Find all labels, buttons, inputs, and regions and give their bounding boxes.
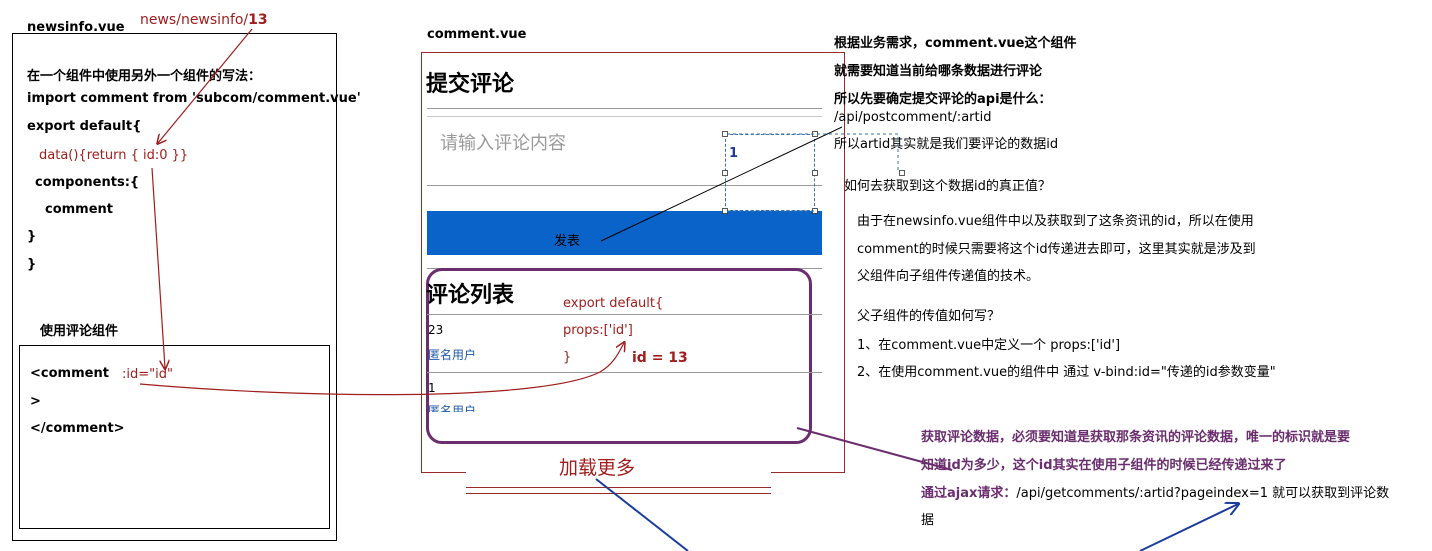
newsinfo-frame xyxy=(12,33,337,541)
comment-item-user[interactable]: 匿名用户 xyxy=(428,348,477,362)
artid-note: 所以artid其实就是我们要评论的数据id xyxy=(834,137,1059,152)
ajax-wrap: 据 xyxy=(921,513,935,528)
howto-step-2: 2、在使用comment.vue的组件中 通过 v-bind:id="传递的id… xyxy=(857,365,1276,380)
selection-handles xyxy=(722,131,905,214)
howto-title: 父子组件的传值如何写？ xyxy=(857,309,1001,324)
code-line-import: import comment from 'subcom/comment.vue' xyxy=(27,91,361,106)
newsinfo-file-title: newsinfo.vue xyxy=(27,20,125,35)
question-text: 如何去获取到这个数据id的真正值？ xyxy=(844,179,1051,194)
route-annotation: news/newsinfo/13 xyxy=(140,12,268,28)
divider xyxy=(427,314,822,315)
use-component-label: 使用评论组件 xyxy=(40,324,119,339)
props-code-export: export default{ xyxy=(563,296,664,311)
code-line-comment: comment xyxy=(45,202,114,217)
id-value-annotation: id = 13 xyxy=(632,350,688,366)
note-line-3: 所以先要确定提交评论的api是什么： xyxy=(834,92,1052,107)
api-post: /api/postcomment/:artid xyxy=(834,110,992,125)
comment-item-user-clip: 匿名用户 xyxy=(428,402,488,412)
comment-item-user[interactable]: 匿名用户 xyxy=(428,404,477,412)
usage-close-bracket: > xyxy=(30,394,41,409)
ajax-prefix: 通过ajax请求： xyxy=(921,486,1017,501)
submit-button-label: 发表 xyxy=(554,234,581,249)
data-to-binding-arrow xyxy=(151,167,165,368)
divider xyxy=(466,493,771,494)
code-line-data: data(){return { id:0 }} xyxy=(39,148,189,163)
note-line-1: 根据业务需求，comment.vue这个组件 xyxy=(834,36,1077,51)
ajax-rest: /api/getcomments/:artid?pageindex=1 就可以获… xyxy=(1016,486,1390,501)
answer-line-2: comment的时候只需要将这个id传递进去即可，这里其实就是涉及到 xyxy=(857,242,1256,257)
newsinfo-heading: 在一个组件中使用另外一个组件的写法： xyxy=(27,69,262,84)
code-line-export: export default{ xyxy=(27,119,142,134)
usage-frame xyxy=(19,345,330,529)
code-line-close-2: } xyxy=(27,257,37,272)
code-line-components: components:{ xyxy=(35,175,140,190)
comment-item-number: 23 xyxy=(428,323,444,337)
comment-file-title: comment.vue xyxy=(427,27,527,42)
submit-heading: 提交评论 xyxy=(426,72,515,97)
binding-to-props-arrow xyxy=(139,343,624,396)
divider xyxy=(427,116,822,117)
answer-line-3: 父组件向子组件传递值的技术。 xyxy=(857,269,1040,284)
submit-to-api-line xyxy=(600,126,843,242)
howto-step-1: 1、在comment.vue中定义一个 props:['id'] xyxy=(857,338,1121,353)
usage-end-tag: </comment> xyxy=(30,421,125,436)
fetch-line-2: 知道id为多少，这个id其实在使用子组件的时候已经传递过来了 xyxy=(921,458,1287,473)
usage-open-tag: <comment xyxy=(30,366,109,381)
submit-button[interactable]: 发表 xyxy=(427,211,822,255)
usage-binding: :id="id" xyxy=(122,367,173,382)
answer-line-1: 由于在newsinfo.vue组件中以及获取到了这条资讯的id，所以在使用 xyxy=(857,214,1254,229)
divider xyxy=(466,487,771,488)
route-id: 13 xyxy=(248,12,268,28)
list-heading: 评论列表 xyxy=(426,283,515,308)
divider xyxy=(427,108,822,109)
load-more-label: 加载更多 xyxy=(559,457,636,479)
load-more-arrow xyxy=(595,478,689,551)
comment-list-highlight xyxy=(426,268,812,444)
list-to-fetch-line xyxy=(796,427,953,471)
comment-textarea[interactable]: 请输入评论内容 xyxy=(427,118,822,186)
load-more-button[interactable]: 加载更多 xyxy=(466,446,771,488)
code-line-close-1: } xyxy=(27,229,37,244)
textarea-placeholder: 请输入评论内容 xyxy=(440,133,566,154)
route-prefix: news/newsinfo/ xyxy=(140,12,249,28)
fetch-line-1: 获取评论数据，必须要知道是获取那条资讯的评论数据，唯一的标识就是要 xyxy=(921,430,1351,445)
props-code-close: } xyxy=(563,350,572,365)
ajax-arrow xyxy=(1139,504,1238,551)
divider xyxy=(427,372,822,373)
route-to-data-arrow xyxy=(158,28,253,143)
note-line-2: 就需要知道当前给哪条数据进行评论 xyxy=(834,64,1043,79)
comment-item-number: 1 xyxy=(428,381,436,395)
props-code-props: props:['id'] xyxy=(563,323,633,338)
ajax-line: 通过ajax请求：/api/getcomments/:artid?pageind… xyxy=(921,482,1389,501)
selection-marker: 1 xyxy=(729,146,739,161)
